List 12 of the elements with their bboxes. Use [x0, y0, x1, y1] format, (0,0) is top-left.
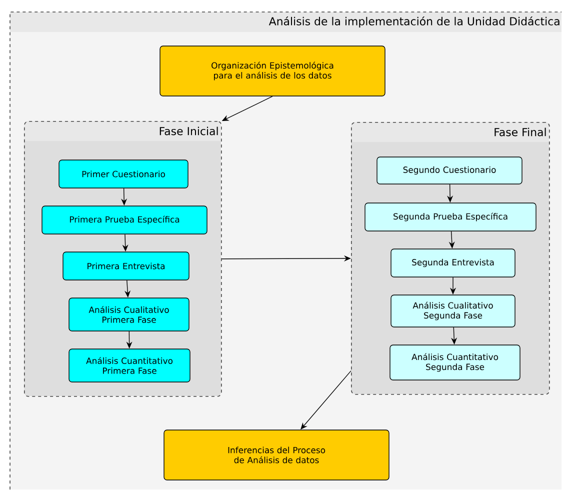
process-box: Segunda Entrevista	[390, 248, 516, 278]
process-box: Organización Epistemológica para el análisis de los datos	[160, 46, 386, 96]
process-box: Primera Prueba Específica	[42, 206, 208, 234]
process-box: Segunda Prueba Específica	[364, 202, 536, 232]
process-box: Segundo Cuestionario	[376, 156, 522, 184]
process-box: Análisis Cuantitativo Primera Fase	[68, 348, 190, 382]
process-box: Análisis Cuantitativo Segunda Fase	[390, 344, 520, 380]
process-box: Primer Cuestionario	[58, 160, 188, 188]
process-box: Análisis Cualitativo Segunda Fase	[390, 294, 516, 328]
process-box: Primera Entrevista	[62, 252, 190, 280]
process-box: Inferencias del Proceso de Análisis de datos	[164, 430, 390, 480]
process-box: Análisis Cualitativo Primera Fase	[68, 298, 190, 332]
